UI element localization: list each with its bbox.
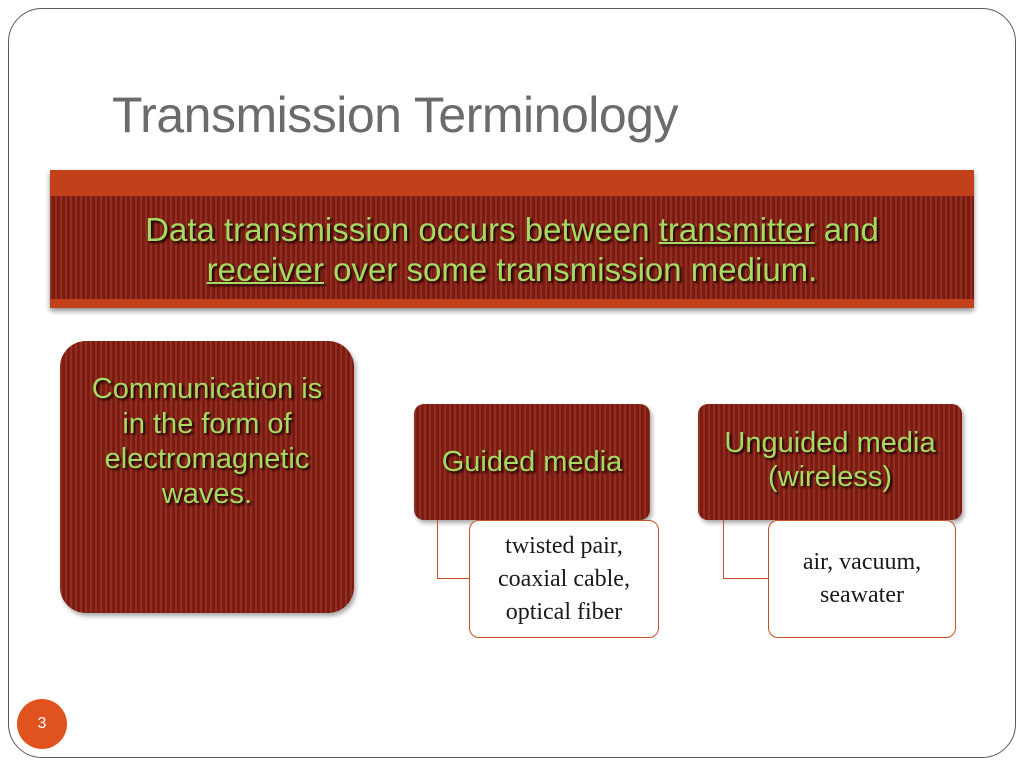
communication-text: Communication is in the form of electrom… <box>91 373 323 510</box>
banner-text-part1: Data transmission occurs between <box>145 211 659 248</box>
banner-bottom-stripe <box>50 299 974 308</box>
banner-body: Data transmission occurs between transmi… <box>50 196 974 299</box>
unguided-media-label: Unguided media (wireless) <box>724 427 936 493</box>
page-number-badge: 3 <box>17 699 67 749</box>
unguided-connector <box>723 520 769 579</box>
guided-media-label: Guided media <box>441 446 623 478</box>
guided-connector <box>437 520 470 579</box>
banner-text: Data transmission occurs between transmi… <box>50 210 974 290</box>
unguided-examples-text: air, vacuum, seawater <box>802 549 922 608</box>
guided-examples-text: twisted pair, coaxial cable, optical fib… <box>498 532 630 625</box>
slide-title: Transmission Terminology <box>112 87 678 143</box>
guided-media-examples: twisted pair, coaxial cable, optical fib… <box>469 520 659 638</box>
banner-top-stripe <box>50 170 974 196</box>
guided-media-box: Guided media <box>414 404 650 520</box>
banner-text-part2: and <box>814 211 879 248</box>
banner-term-transmitter: transmitter <box>658 211 815 248</box>
page-number: 3 <box>37 715 47 732</box>
banner-text-part3: over some transmission medium. <box>324 251 818 288</box>
banner-term-receiver: receiver <box>206 251 325 288</box>
unguided-media-examples: air, vacuum, seawater <box>768 520 956 638</box>
communication-box: Communication is in the form of electrom… <box>60 341 354 613</box>
unguided-media-box: Unguided media (wireless) <box>698 404 962 520</box>
definition-banner: Data transmission occurs between transmi… <box>50 170 974 308</box>
